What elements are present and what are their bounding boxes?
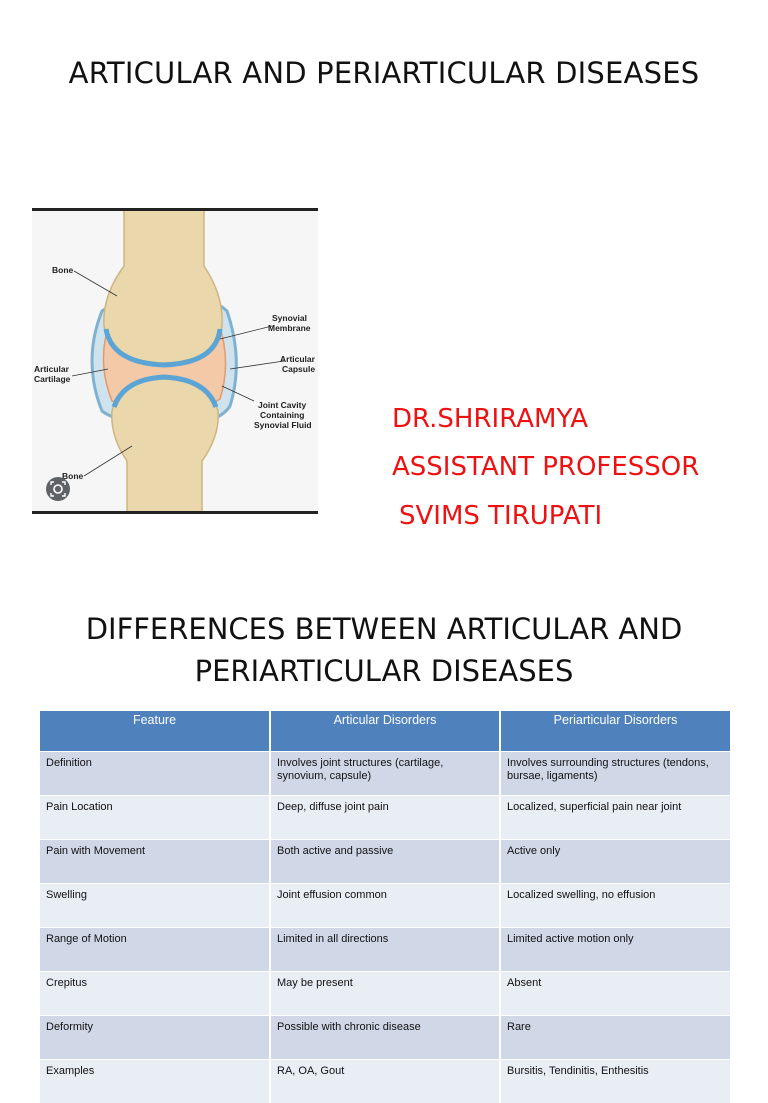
table-cell: Bursitis, Tendinitis, Enthesitis [500, 1060, 730, 1103]
table-cell: Pain Location [40, 796, 270, 840]
table-cell: Examples [40, 1060, 270, 1103]
table-cell: Range of Motion [40, 928, 270, 972]
lower-bone [112, 379, 218, 511]
table-header-row: Feature Articular Disorders Periarticula… [40, 711, 730, 752]
table-row: Examples RA, OA, Gout Bursitis, Tendinit… [40, 1060, 730, 1103]
label-capsule-1: Articular [280, 354, 316, 364]
joint-diagram: Bone Synovial Membrane Articular Capsule… [32, 208, 318, 514]
label-capsule-2: Capsule [282, 364, 315, 374]
table-row: Pain Location Deep, diffuse joint pain L… [40, 796, 730, 840]
table-cell: Possible with chronic disease [270, 1016, 500, 1060]
upper-bone [104, 211, 222, 363]
slide-title: ARTICULAR AND PERIARTICULAR DISEASES [0, 56, 768, 90]
table-cell: Limited in all directions [270, 928, 500, 972]
label-synovial-1: Synovial [272, 313, 307, 323]
table-cell: Rare [500, 1016, 730, 1060]
author-institution: SVIMS TIRUPATI [399, 501, 602, 531]
label-synovial-2: Membrane [268, 323, 311, 333]
label-cavity-3: Synovial Fluid [254, 420, 312, 430]
table-cell: Absent [500, 972, 730, 1016]
table-cell: Limited active motion only [500, 928, 730, 972]
label-cartilage-2: Cartilage [34, 374, 71, 384]
table-cell: Localized, superficial pain near joint [500, 796, 730, 840]
header-feature: Feature [40, 711, 270, 752]
table-cell: Deformity [40, 1016, 270, 1060]
author-name: DR.SHRIRAMYA [392, 404, 588, 434]
table-cell: Localized swelling, no effusion [500, 884, 730, 928]
table-cell: Swelling [40, 884, 270, 928]
slide2-title: DIFFERENCES BETWEEN ARTICULAR AND PERIAR… [40, 608, 728, 692]
label-cartilage-1: Articular [34, 364, 70, 374]
slide2-title-line2: PERIARTICULAR DISEASES [40, 650, 728, 692]
table-row: Definition Involves joint structures (ca… [40, 752, 730, 796]
table-cell: Pain with Movement [40, 840, 270, 884]
table-row: Pain with Movement Both active and passi… [40, 840, 730, 884]
table-row: Swelling Joint effusion common Localized… [40, 884, 730, 928]
table-cell: RA, OA, Gout [270, 1060, 500, 1103]
table-row: Crepitus May be present Absent [40, 972, 730, 1016]
lens-icon[interactable] [46, 477, 70, 501]
table-cell: Both active and passive [270, 840, 500, 884]
header-articular: Articular Disorders [270, 711, 500, 752]
slide2-title-line1: DIFFERENCES BETWEEN ARTICULAR AND [40, 608, 728, 650]
label-cavity-2: Containing [260, 410, 304, 420]
table-cell: Joint effusion common [270, 884, 500, 928]
table-cell: May be present [270, 972, 500, 1016]
table-cell: Crepitus [40, 972, 270, 1016]
table-cell: Involves joint structures (cartilage, sy… [270, 752, 500, 796]
table-cell: Deep, diffuse joint pain [270, 796, 500, 840]
author-role: ASSISTANT PROFESSOR [392, 452, 699, 482]
table-row: Deformity Possible with chronic disease … [40, 1016, 730, 1060]
label-bone-top: Bone [52, 265, 74, 275]
comparison-table: Feature Articular Disorders Periarticula… [40, 711, 730, 1103]
table-row: Range of Motion Limited in all direction… [40, 928, 730, 972]
table-cell: Involves surrounding structures (tendons… [500, 752, 730, 796]
label-cavity-1: Joint Cavity [258, 400, 306, 410]
table-cell: Definition [40, 752, 270, 796]
table-cell: Active only [500, 840, 730, 884]
header-periarticular: Periarticular Disorders [500, 711, 730, 752]
